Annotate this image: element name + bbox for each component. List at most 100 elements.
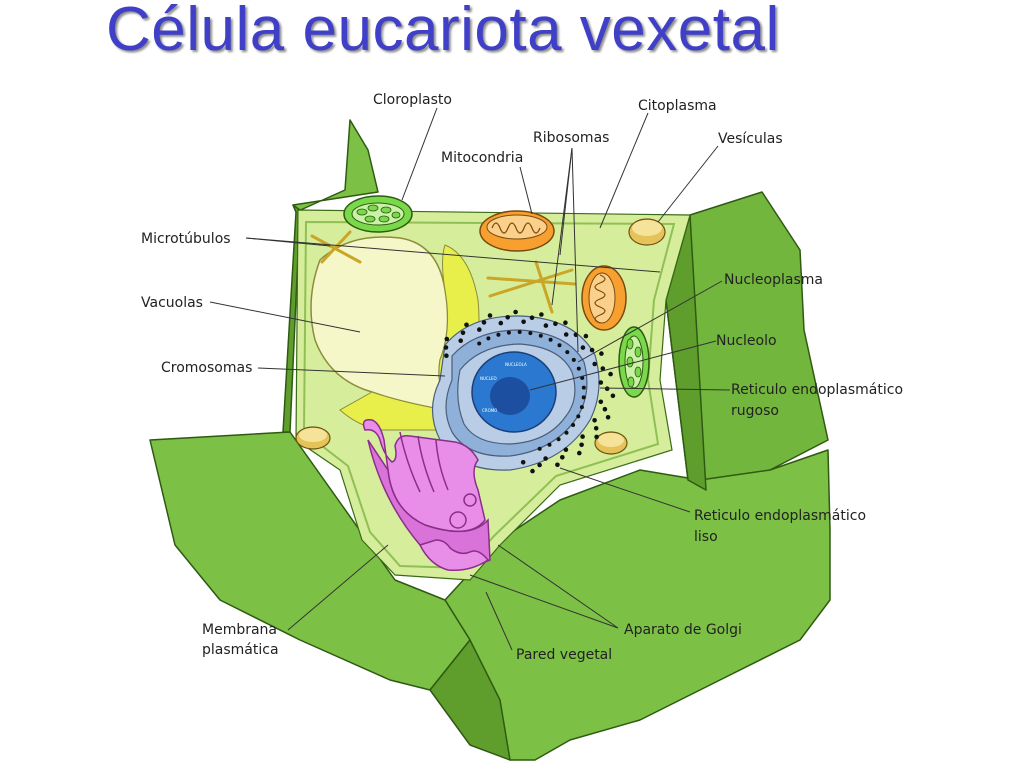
ribosome-dot [580, 345, 586, 350]
ribosome-dot [443, 345, 449, 350]
ribosome-dot [571, 423, 576, 427]
microtubules [310, 230, 577, 314]
ribosome-dot [528, 331, 533, 336]
ribosome-dot [563, 447, 569, 453]
ribosome-dot [581, 395, 586, 400]
ribosome-dot [505, 315, 511, 320]
ribosome-dot [576, 366, 581, 371]
leader-lines [209, 107, 731, 651]
golgi-apparatus [362, 418, 491, 572]
mitochondrion-right [581, 265, 627, 331]
chloroplast-right [618, 326, 650, 398]
ribosome-dot [589, 347, 595, 353]
ribosome-dot [444, 353, 449, 359]
ribosome-dot [538, 333, 543, 338]
ribosome-dot [610, 393, 616, 399]
label-rer-line1: Reticulo endoplasmático [731, 382, 903, 398]
ribosome-dot [529, 315, 535, 321]
ribosome-dot [563, 320, 568, 326]
label-membrana-line1: Membrana [202, 622, 277, 638]
label-mitocondria: Mitocondria [441, 150, 523, 166]
ribosome-dot [481, 320, 487, 325]
svg-text:NUCLEO: NUCLEO [480, 376, 497, 381]
ribosome-dot [592, 418, 597, 423]
ribosome-dot [547, 442, 552, 447]
ribosome-dot [563, 332, 569, 337]
label-ribosomas: Ribosomas [533, 130, 609, 146]
vesicle-right [594, 431, 628, 455]
label-golgi: Aparato de Golgi [624, 622, 742, 638]
label-nucleoplasma: Nucleoplasma [724, 272, 823, 288]
ribosome-dot [560, 455, 565, 460]
ribosome-dot [444, 336, 450, 342]
label-microtubulos: Microtúbulos [141, 231, 231, 247]
ribosome-dot [477, 327, 482, 332]
ribosome-dot [543, 323, 549, 328]
vesicle-left [295, 426, 331, 450]
ribosome-dot [517, 330, 522, 334]
ribosome-dot [537, 462, 542, 468]
ribosome-dot [543, 456, 548, 461]
label-pared: Pared vegetal [516, 647, 612, 663]
ribosome-dot [513, 309, 518, 315]
ribosome-dot [571, 357, 576, 362]
ribosome-dot [555, 462, 560, 468]
ribosome-dot [598, 399, 604, 405]
slide-title: Célula eucariota vexetal [106, 0, 780, 64]
diagram-labels: Cloroplasto Ribosomas Citoplasma Mitocon… [141, 92, 903, 663]
ribosome-dot [564, 430, 569, 435]
ribosomes [443, 309, 616, 474]
plasma-membrane [302, 220, 676, 570]
ribosome-dot [487, 313, 493, 318]
label-nucleolo: Nucleolo [716, 333, 777, 349]
ribosome-dot [548, 337, 553, 342]
ribosome-dot [593, 426, 599, 431]
ribosome-dot [602, 406, 608, 412]
ribosome-dot [521, 319, 526, 325]
ribosome-dot [580, 434, 585, 439]
ribosome-dot [464, 322, 469, 328]
svg-text:NUCLEOLA: NUCLEOLA [505, 362, 527, 367]
vesicle-top-right [628, 218, 666, 246]
ribosome-dot [594, 434, 599, 440]
label-cloroplasto: Cloroplasto [373, 92, 452, 108]
ribosome-dot [592, 361, 597, 367]
ribosome-dot [604, 386, 610, 392]
ribosome-dot [579, 442, 584, 448]
ribosome-dot [486, 336, 491, 341]
label-ser-line2: liso [694, 529, 718, 545]
label-citoplasma: Citoplasma [638, 98, 717, 114]
ribosome-dot [608, 371, 613, 377]
label-rer-line2: rugoso [731, 403, 779, 419]
label-membrana-line2: plasmática [202, 642, 279, 658]
cell-wall [149, 119, 831, 761]
ribosome-dot [477, 341, 482, 346]
ribosome-dot [498, 320, 504, 326]
ribosome-dot [581, 385, 586, 390]
ribosome-dot [579, 405, 584, 410]
label-vesiculas: Vesículas [718, 131, 783, 147]
label-ser-line1: Reticulo endoplasmático [694, 508, 866, 524]
ribosome-dot [557, 343, 562, 348]
nucleus: NUCLEOLA NUCLEO CROMO [471, 351, 557, 433]
ribosome-dot [506, 330, 511, 335]
nucleolus [490, 377, 530, 415]
ribosome-dot [458, 338, 464, 344]
ribosome-dot [553, 321, 558, 327]
ribosome-dot [537, 446, 542, 451]
ribosome-dot [600, 366, 606, 371]
label-vacuolas: Vacuolas [141, 295, 203, 311]
ribosome-dot [565, 350, 570, 355]
svg-text:CROMO: CROMO [482, 408, 497, 413]
ribosome-dot [605, 415, 611, 420]
ribosome-dot [556, 437, 561, 442]
ribosome-dot [576, 414, 581, 419]
ribosome-dot [530, 468, 535, 474]
ribosome-dot [577, 450, 582, 456]
ribosome-dot [599, 351, 604, 356]
ribosome-dot [460, 330, 466, 336]
ribosome-dot [539, 312, 544, 317]
mitochondrion-top [479, 210, 555, 252]
chloroplast-top [343, 195, 413, 233]
